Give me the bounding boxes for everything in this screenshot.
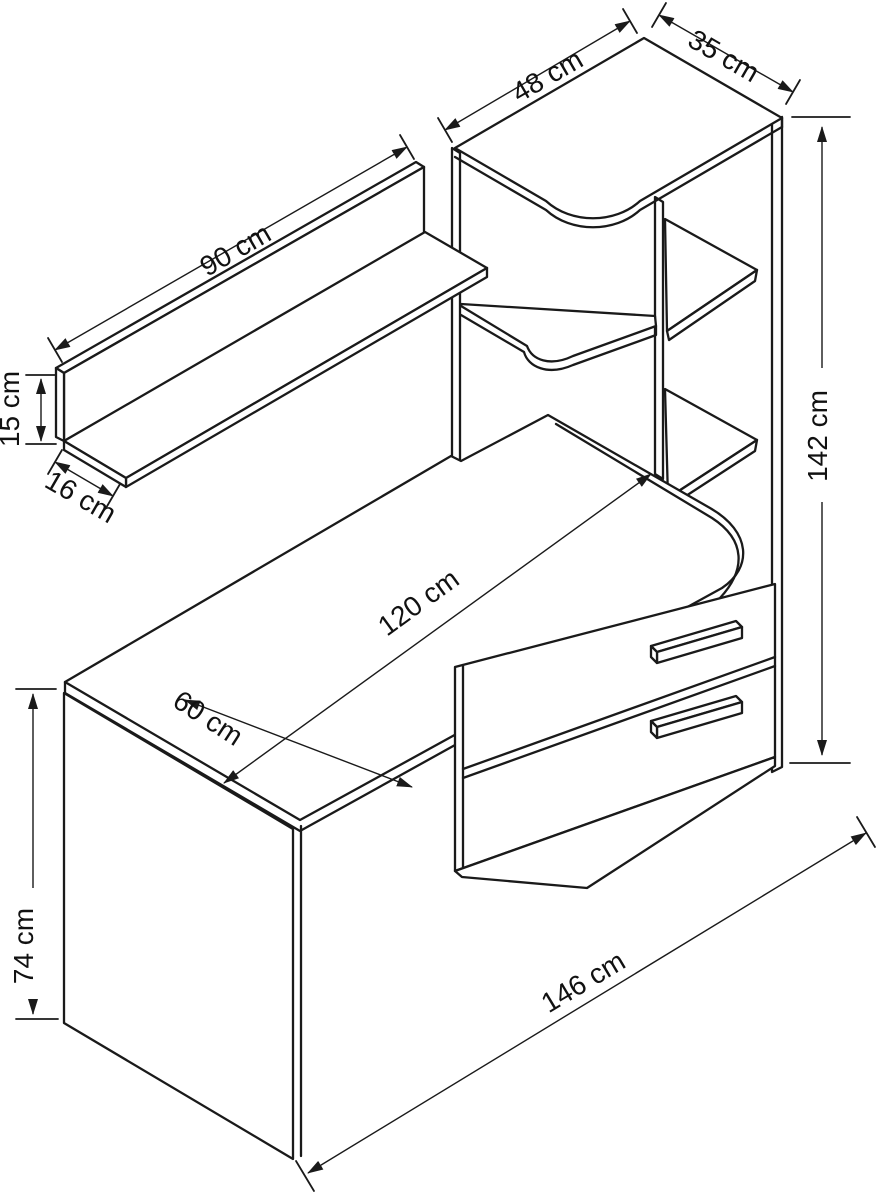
dim-label-total-height: 142 cm [802, 390, 833, 482]
dimension-total-height: 142 cm [789, 116, 851, 764]
hutch-center-divider [653, 195, 665, 481]
dim-label-wall-shelf-back-height: 15 cm [0, 371, 25, 447]
hutch-shelf-upper-right [663, 217, 759, 342]
dimension-wall-shelf-back-height: 15 cm [0, 371, 57, 447]
drawer-handle-lower[interactable] [649, 694, 744, 740]
dimension-desk-height: 74 cm [8, 688, 59, 1020]
wall-shelf [54, 160, 489, 489]
dim-label-desk-height: 74 cm [8, 908, 39, 984]
drawer-handle-upper[interactable] [649, 619, 744, 665]
dim-label-total-width: 146 cm [536, 945, 631, 1019]
hutch-left-panel [450, 146, 462, 464]
hutch-middle-shelf [459, 302, 658, 372]
